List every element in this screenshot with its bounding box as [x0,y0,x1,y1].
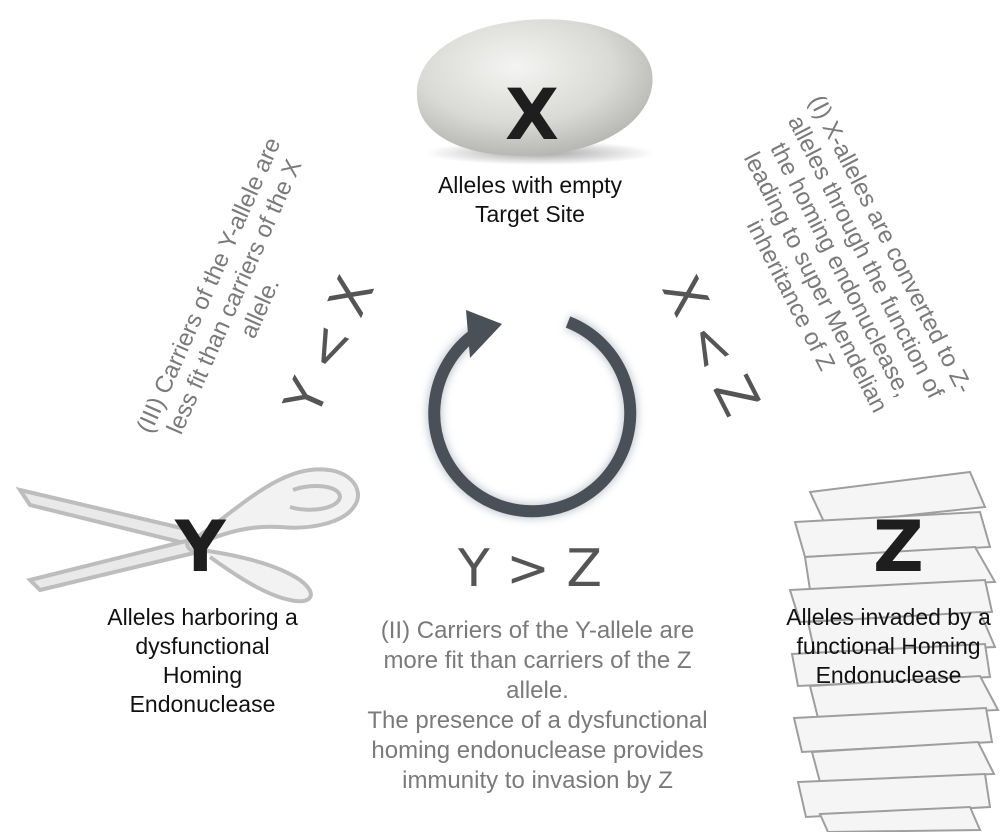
relation-bottom-symbol: Y > Z [455,543,605,595]
caption-line: Alleles harboring a [50,603,355,632]
relation-line: The presence of a dysfunctional [350,706,725,736]
z-node-letter: Z [873,512,924,582]
relation-right-symbol: X < Z [653,267,767,424]
x-node-letter: X [505,80,559,150]
relation-line: more fit than carriers of the Z [350,646,725,676]
caption-line: Target Site [380,200,680,229]
caption-line: Endonuclease [50,690,355,719]
caption-line: functional Homing [770,632,1007,661]
caption-line: Alleles with empty [380,171,680,200]
relation-bottom-text: (II) Carriers of the Y-allele are more f… [350,616,725,796]
relation-line: allele. [350,676,725,706]
y-node-caption: Alleles harboring a dysfunctional Homing… [50,603,355,719]
relation-left-symbol: Y < X [276,267,385,425]
x-node-caption: Alleles with empty Target Site [380,171,680,229]
relation-line: homing endonuclease provides [350,736,725,766]
y-node-letter: Y [175,512,226,582]
caption-line: Alleles invaded by a [770,603,1007,632]
caption-line: Endonuclease [770,661,1007,690]
caption-line: Homing [50,661,355,690]
cycle-arrow-icon [400,280,660,540]
relation-line: immunity to invasion by Z [350,766,725,796]
relation-line: (II) Carriers of the Y-allele are [350,616,725,646]
caption-line: dysfunctional [50,632,355,661]
z-node-caption: Alleles invaded by a functional Homing E… [770,603,1007,690]
